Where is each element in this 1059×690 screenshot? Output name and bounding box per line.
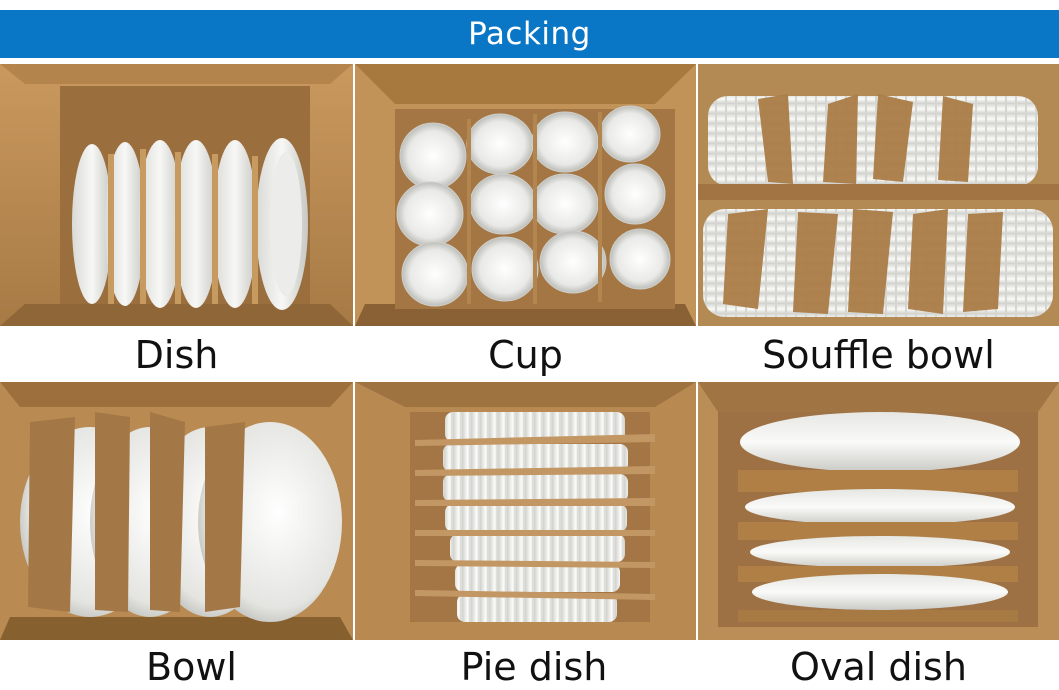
caption-cup: Cup bbox=[488, 333, 563, 377]
caption-pie-dish: Pie dish bbox=[460, 645, 608, 689]
cup-box-photo bbox=[355, 64, 696, 326]
caption-dish: Dish bbox=[134, 333, 219, 377]
oval-dish-box-photo bbox=[698, 382, 1059, 640]
dish-box-photo bbox=[0, 64, 353, 326]
caption-bowl: Bowl bbox=[146, 645, 237, 689]
caption-oval-dish: Oval dish bbox=[790, 645, 967, 689]
banner-title: Packing bbox=[468, 16, 591, 52]
bowl-box-photo bbox=[0, 382, 353, 640]
packing-banner: Packing bbox=[0, 10, 1059, 58]
caption-souffle-bowl: Souffle bowl bbox=[762, 333, 995, 377]
souffle-bowl-box-photo bbox=[698, 64, 1059, 326]
pie-dish-box-photo bbox=[355, 382, 696, 640]
